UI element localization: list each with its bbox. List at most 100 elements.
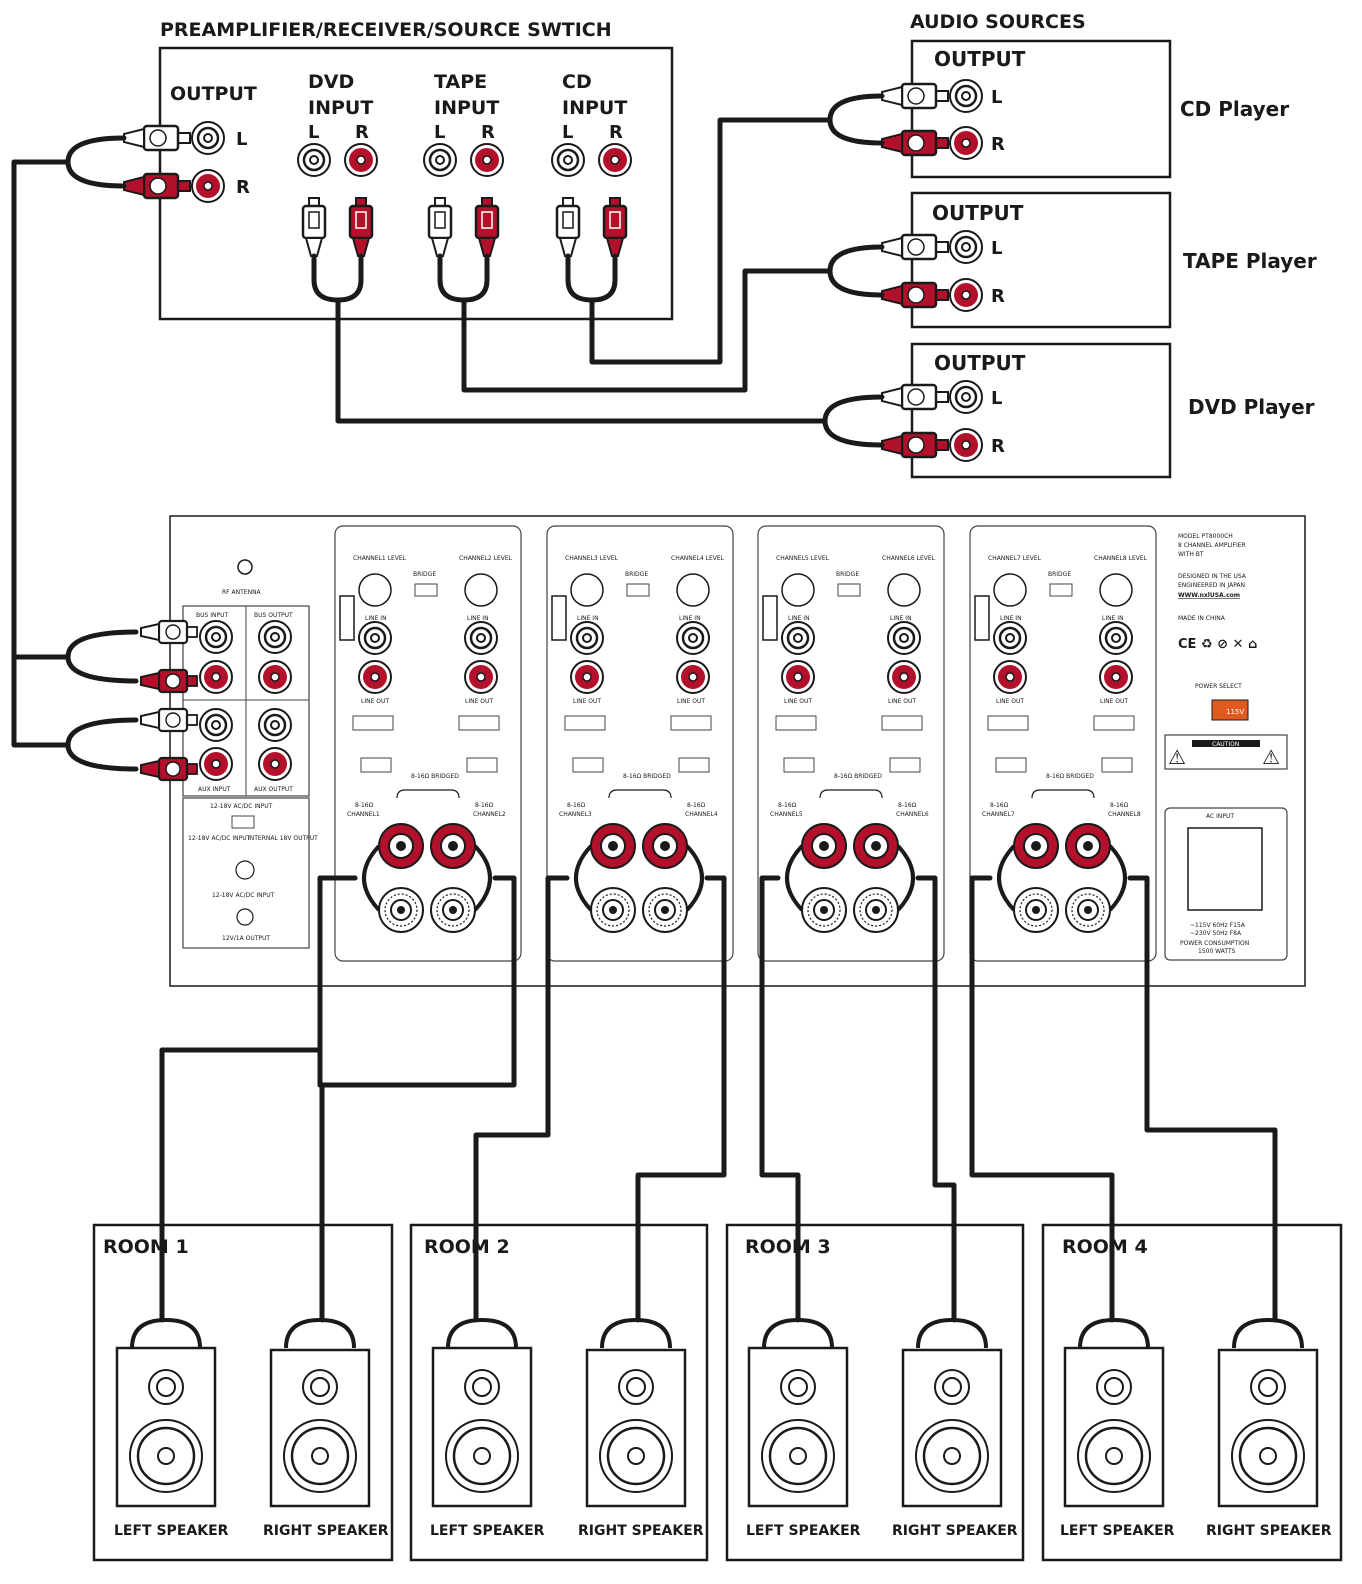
dc-input3-label: 12-18V AC/DC INPUT: [212, 892, 275, 899]
preamp-out-r: R: [236, 177, 250, 198]
ac-input-label: AC INPUT: [1206, 813, 1234, 820]
line-in-label-3: LINE IN: [577, 615, 599, 622]
line-in-label-8: LINE IN: [1102, 615, 1124, 622]
speaker-cables: [159, 875, 1278, 1323]
consumption-line2: 1500 WATTS: [1198, 948, 1236, 955]
ch4-level-label: CHANNEL4 LEVEL: [671, 555, 725, 562]
bridged-label-4: 8-16Ω BRIDGED: [1046, 773, 1094, 780]
channel-module-5-6: CHANNEL5 LEVEL CHANNEL6 LEVEL BRIDGE LIN…: [757, 525, 945, 962]
room-4-label: ROOM 4: [1062, 1236, 1148, 1258]
room-3-right-speaker: RIGHT SPEAKER: [892, 1523, 1018, 1539]
bus-input-label: BUS INPUT: [196, 612, 228, 619]
bridged-label-3: 8-16Ω BRIDGED: [834, 773, 882, 780]
line-out-label-1: LINE OUT: [361, 698, 389, 705]
tape-input-line1: TAPE: [434, 71, 487, 93]
line-in-label-4: LINE IN: [679, 615, 701, 622]
made-in-label: MADE IN CHINA: [1178, 615, 1226, 622]
source-cables: [11, 93, 885, 772]
room-3: ROOM 3 LEFT SPEAKER RIGHT SPEAKER: [725, 1223, 1025, 1562]
channel-module-1-2: CHANNEL1 LEVEL CHANNEL2 LEVEL BRIDGE LIN…: [334, 525, 522, 962]
dc-input-label: 12-18V AC/DC INPUT: [210, 803, 273, 810]
designed-line2: ENGINEERED IN JAPAN: [1178, 582, 1245, 589]
power-select-label: POWER SELECT: [1195, 683, 1242, 690]
bus-output-label: BUS OUTPUT: [254, 612, 293, 619]
preamp-output-label: OUTPUT: [170, 83, 257, 105]
line-in-label-2: LINE IN: [467, 615, 489, 622]
audio-sources: AUDIO SOURCES OUTPUT L R CD Player OUTPU…: [880, 11, 1317, 479]
tape-output-label: OUTPUT: [932, 201, 1024, 225]
bridge-label-4: BRIDGE: [1048, 571, 1071, 578]
impedance-label-3: 8-16Ω: [567, 802, 586, 809]
ch5-label: CHANNEL5: [770, 811, 803, 818]
channel-module-3-4: CHANNEL3 LEVEL CHANNEL4 LEVEL BRIDGE LIN…: [546, 525, 734, 962]
dvd-r-label: R: [355, 122, 369, 143]
ac-input-socket: [1187, 827, 1263, 911]
ch3-level-label: CHANNEL3 LEVEL: [565, 555, 619, 562]
tape-player-name: TAPE Player: [1183, 249, 1317, 273]
bridged-label-2: 8-16Ω BRIDGED: [623, 773, 671, 780]
cd-player-name: CD Player: [1180, 97, 1289, 121]
impedance-label-6: 8-16Ω: [898, 802, 917, 809]
ch7-level-label: CHANNEL7 LEVEL: [988, 555, 1042, 562]
rf-antenna-label: RF ANTENNA: [222, 589, 262, 596]
sources-title: AUDIO SOURCES: [910, 11, 1086, 33]
line-in-label-7: LINE IN: [1000, 615, 1022, 622]
room-4-right-speaker: RIGHT SPEAKER: [1206, 1523, 1332, 1539]
line-out-label-3: LINE OUT: [573, 698, 601, 705]
output-12v-label: 12V/1A OUTPUT: [222, 935, 270, 942]
internal-output-label: INTERNAL 18V OUTPUT: [248, 835, 318, 842]
bridge-label-3: BRIDGE: [836, 571, 859, 578]
impedance-label-7: 8-16Ω: [990, 802, 1009, 809]
ch8-level-label: CHANNEL8 LEVEL: [1094, 555, 1148, 562]
impedance-label-5: 8-16Ω: [778, 802, 797, 809]
warning-icon-left: ⚠: [1168, 745, 1186, 769]
designed-line1: DESIGNED IN THE USA: [1178, 573, 1247, 580]
cd-out-l: L: [991, 87, 1002, 108]
room-3-left-speaker: LEFT SPEAKER: [746, 1523, 861, 1539]
cd-output-label: OUTPUT: [934, 47, 1026, 71]
room-4-left-speaker: LEFT SPEAKER: [1060, 1523, 1175, 1539]
preamp-title: PREAMPLIFIER/RECEIVER/SOURCE SWTICH: [160, 19, 612, 41]
preamp-out-l: L: [236, 129, 247, 150]
cd-input-line1: CD: [562, 71, 592, 93]
tape-input-line2: INPUT: [434, 97, 499, 119]
model-line3: WITH BT: [1178, 551, 1204, 558]
dvd-out-r: R: [991, 436, 1005, 457]
dvd-input-line2: INPUT: [308, 97, 373, 119]
ch1-level-label: CHANNEL1 LEVEL: [353, 555, 407, 562]
channel-module-7-8: CHANNEL7 LEVEL CHANNEL8 LEVEL BRIDGE LIN…: [969, 525, 1157, 962]
room-1-right-speaker: RIGHT SPEAKER: [263, 1523, 389, 1539]
room-2-label: ROOM 2: [424, 1236, 510, 1258]
line-out-label-8: LINE OUT: [1100, 698, 1128, 705]
ch8-label: CHANNEL8: [1108, 811, 1141, 818]
amp-box: [169, 515, 1306, 987]
aux-input-label: AUX INPUT: [198, 786, 231, 793]
website-label: WWW.nxlUSA.com: [1178, 592, 1240, 599]
line-out-label-5: LINE OUT: [784, 698, 812, 705]
line-in-label-6: LINE IN: [890, 615, 912, 622]
dvd-player-name: DVD Player: [1188, 395, 1315, 419]
dc-input2-label: 12-18V AC/DC INPUT: [188, 835, 251, 842]
line-out-label-2: LINE OUT: [465, 698, 493, 705]
ch3-label: CHANNEL3: [559, 811, 592, 818]
room-1-label: ROOM 1: [103, 1236, 189, 1258]
impedance-label-8: 8-16Ω: [1110, 802, 1129, 809]
tape-out-r: R: [991, 286, 1005, 307]
room-2-left-speaker: LEFT SPEAKER: [430, 1523, 545, 1539]
line-in-label-1: LINE IN: [365, 615, 387, 622]
dvd-input-line1: DVD: [308, 71, 354, 93]
impedance-label-2: 8-16Ω: [475, 802, 494, 809]
ac-spec-1: ~115V 60Hz F15A: [1190, 922, 1246, 929]
power-select-switch[interactable]: [1211, 699, 1249, 721]
dvd-output-label: OUTPUT: [934, 351, 1026, 375]
tape-l-label: L: [434, 122, 445, 143]
line-out-label-6: LINE OUT: [888, 698, 916, 705]
cd-input-line2: INPUT: [562, 97, 627, 119]
cd-out-r: R: [991, 134, 1005, 155]
cert-marks: CE ♻ ⊘ ✕ ⌂: [1178, 637, 1257, 652]
ch6-level-label: CHANNEL6 LEVEL: [882, 555, 936, 562]
line-out-label-4: LINE OUT: [677, 698, 705, 705]
rooms: ROOM 1 LEFT SPEAKER RIGHT SPEAKER ROOM 2: [92, 1223, 1343, 1562]
ch7-label: CHANNEL7: [982, 811, 1015, 818]
